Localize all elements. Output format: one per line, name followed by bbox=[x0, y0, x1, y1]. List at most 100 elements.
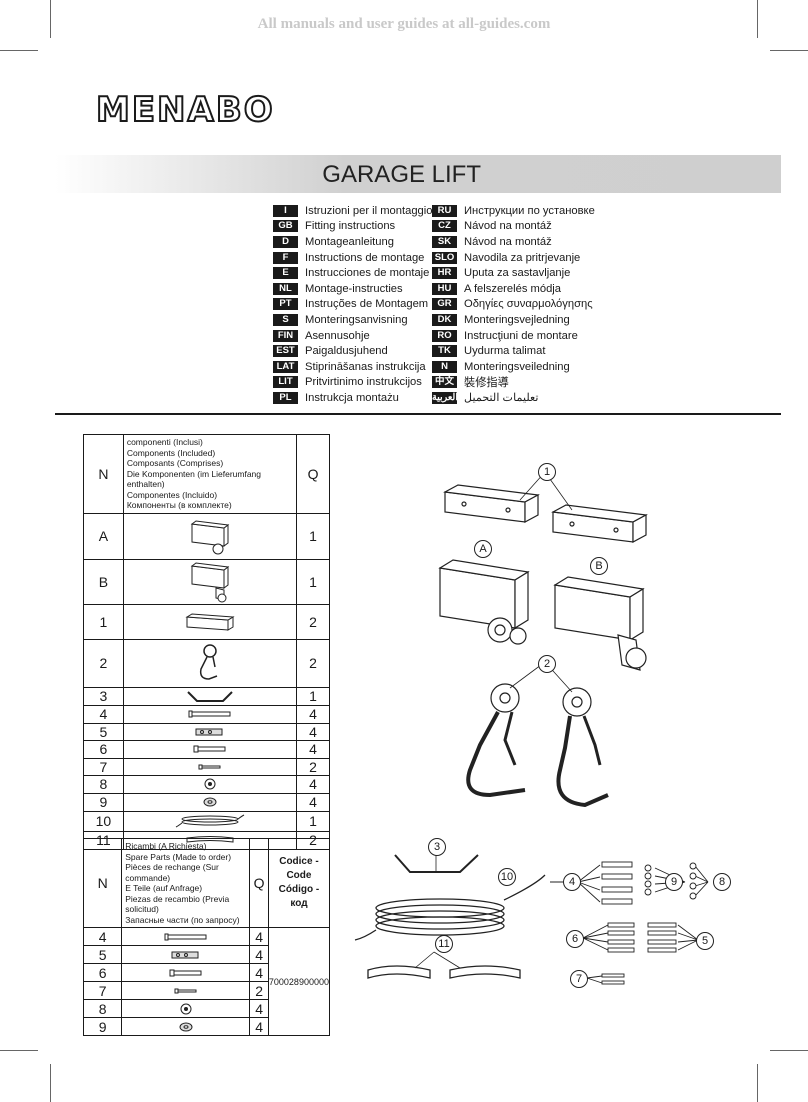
bracket-a-icon bbox=[188, 516, 232, 556]
anchor-icon bbox=[170, 950, 202, 960]
washer-icon bbox=[179, 1022, 193, 1032]
col-q-header: Q bbox=[249, 838, 269, 928]
language-row: GB Fitting instructions bbox=[273, 219, 432, 235]
row-number: B bbox=[83, 558, 124, 605]
callout-3: 3 bbox=[428, 838, 446, 856]
callout-7: 7 bbox=[570, 970, 588, 988]
row-quantity: 4 bbox=[249, 945, 269, 964]
bolt-icon bbox=[193, 744, 227, 754]
crop-mark bbox=[770, 50, 808, 51]
callout-5: 5 bbox=[696, 932, 714, 950]
language-label: Οδηγίες συναρμολόγησης bbox=[464, 298, 593, 311]
language-code-badge: TK bbox=[432, 345, 457, 358]
language-code-badge: EST bbox=[273, 345, 298, 358]
crop-mark bbox=[50, 0, 51, 38]
language-label: Istruzioni per il montaggio bbox=[305, 204, 433, 217]
row-figure bbox=[122, 512, 298, 560]
language-label: Stiprināšanas instrukcija bbox=[305, 360, 426, 373]
row-figure bbox=[122, 774, 298, 794]
pulley-hook-right bbox=[556, 687, 609, 808]
language-row: LAT Stiprināšanas instrukcija bbox=[273, 359, 432, 375]
row-number: 4 bbox=[82, 927, 123, 946]
row-figure bbox=[122, 722, 298, 741]
title-bar: GARAGE LIFT bbox=[55, 155, 781, 193]
header-line: Componentes (Incluido) bbox=[126, 489, 218, 500]
row-quantity: 4 bbox=[249, 963, 269, 982]
language-code-badge: PT bbox=[273, 298, 298, 311]
col-n-header: N bbox=[82, 838, 123, 928]
nut-icon bbox=[204, 778, 216, 790]
row-number: 9 bbox=[83, 792, 124, 812]
bracket-1-right bbox=[551, 504, 648, 544]
screw-icon bbox=[188, 709, 232, 719]
row-number: 1 bbox=[83, 603, 124, 640]
row-number: 2 bbox=[83, 638, 124, 688]
callout-a: A bbox=[474, 540, 492, 558]
rope-icon bbox=[175, 813, 245, 829]
washer-icon bbox=[203, 797, 217, 807]
hardware-screws bbox=[550, 861, 709, 905]
row-number: 3 bbox=[83, 686, 124, 706]
language-label: Uputa za sastavljanje bbox=[464, 267, 571, 280]
anchor-icon bbox=[194, 727, 226, 737]
code-header-line: Código - код bbox=[278, 884, 320, 909]
row-figure bbox=[122, 603, 298, 640]
language-label: Fitting instructions bbox=[305, 220, 396, 233]
callout-10: 10 bbox=[498, 868, 516, 886]
bracket-1-left bbox=[443, 484, 540, 524]
language-code-badge: FIN bbox=[273, 329, 298, 342]
crop-mark bbox=[0, 1050, 38, 1051]
row-quantity: 4 bbox=[296, 774, 330, 794]
language-label: تعليمات التحميل bbox=[464, 392, 539, 405]
language-row: PT Instruções de Montagem bbox=[273, 297, 432, 313]
spares-header: Ricambi (A Richiesta) Spare Parts (Made … bbox=[121, 838, 251, 928]
header-line: Spare Parts (Made to order) bbox=[125, 851, 232, 862]
bracket-icon bbox=[184, 610, 236, 634]
screw-icon bbox=[164, 932, 208, 942]
row-quantity: 2 bbox=[296, 603, 330, 640]
header-line: Pièces de rechange (Sur commande) bbox=[125, 862, 219, 883]
callout-2: 2 bbox=[538, 655, 556, 673]
bracket-a bbox=[438, 559, 530, 645]
site-banner[interactable]: All manuals and user guides at all-guide… bbox=[257, 16, 551, 32]
row-number: 7 bbox=[82, 981, 123, 1000]
language-code-badge: LAT bbox=[273, 360, 298, 373]
straps bbox=[367, 951, 521, 979]
row-figure bbox=[121, 927, 251, 946]
language-label: Monteringsanvisning bbox=[305, 313, 408, 326]
spare-parts-table: N Ricambi (A Richiesta) Spare Parts (Mad… bbox=[82, 838, 331, 1036]
header-line: Ricambi (A Richiesta) bbox=[125, 841, 207, 851]
callout-8: 8 bbox=[713, 873, 731, 891]
language-code-badge: RO bbox=[432, 329, 457, 342]
language-code-badge: DK bbox=[432, 313, 457, 326]
row-number: 9 bbox=[82, 1017, 123, 1036]
row-quantity: 4 bbox=[249, 927, 269, 946]
row-quantity: 4 bbox=[296, 792, 330, 812]
row-quantity: 1 bbox=[296, 558, 330, 605]
col-n-header: N bbox=[83, 434, 124, 514]
language-label: Instruções de Montagem bbox=[305, 298, 429, 311]
spare-code: 700028900000 bbox=[267, 927, 331, 1036]
language-code-badge: GB bbox=[273, 220, 298, 233]
nut-icon bbox=[180, 1003, 192, 1015]
row-figure bbox=[121, 963, 251, 982]
language-label: A felszerelés módja bbox=[464, 282, 562, 295]
